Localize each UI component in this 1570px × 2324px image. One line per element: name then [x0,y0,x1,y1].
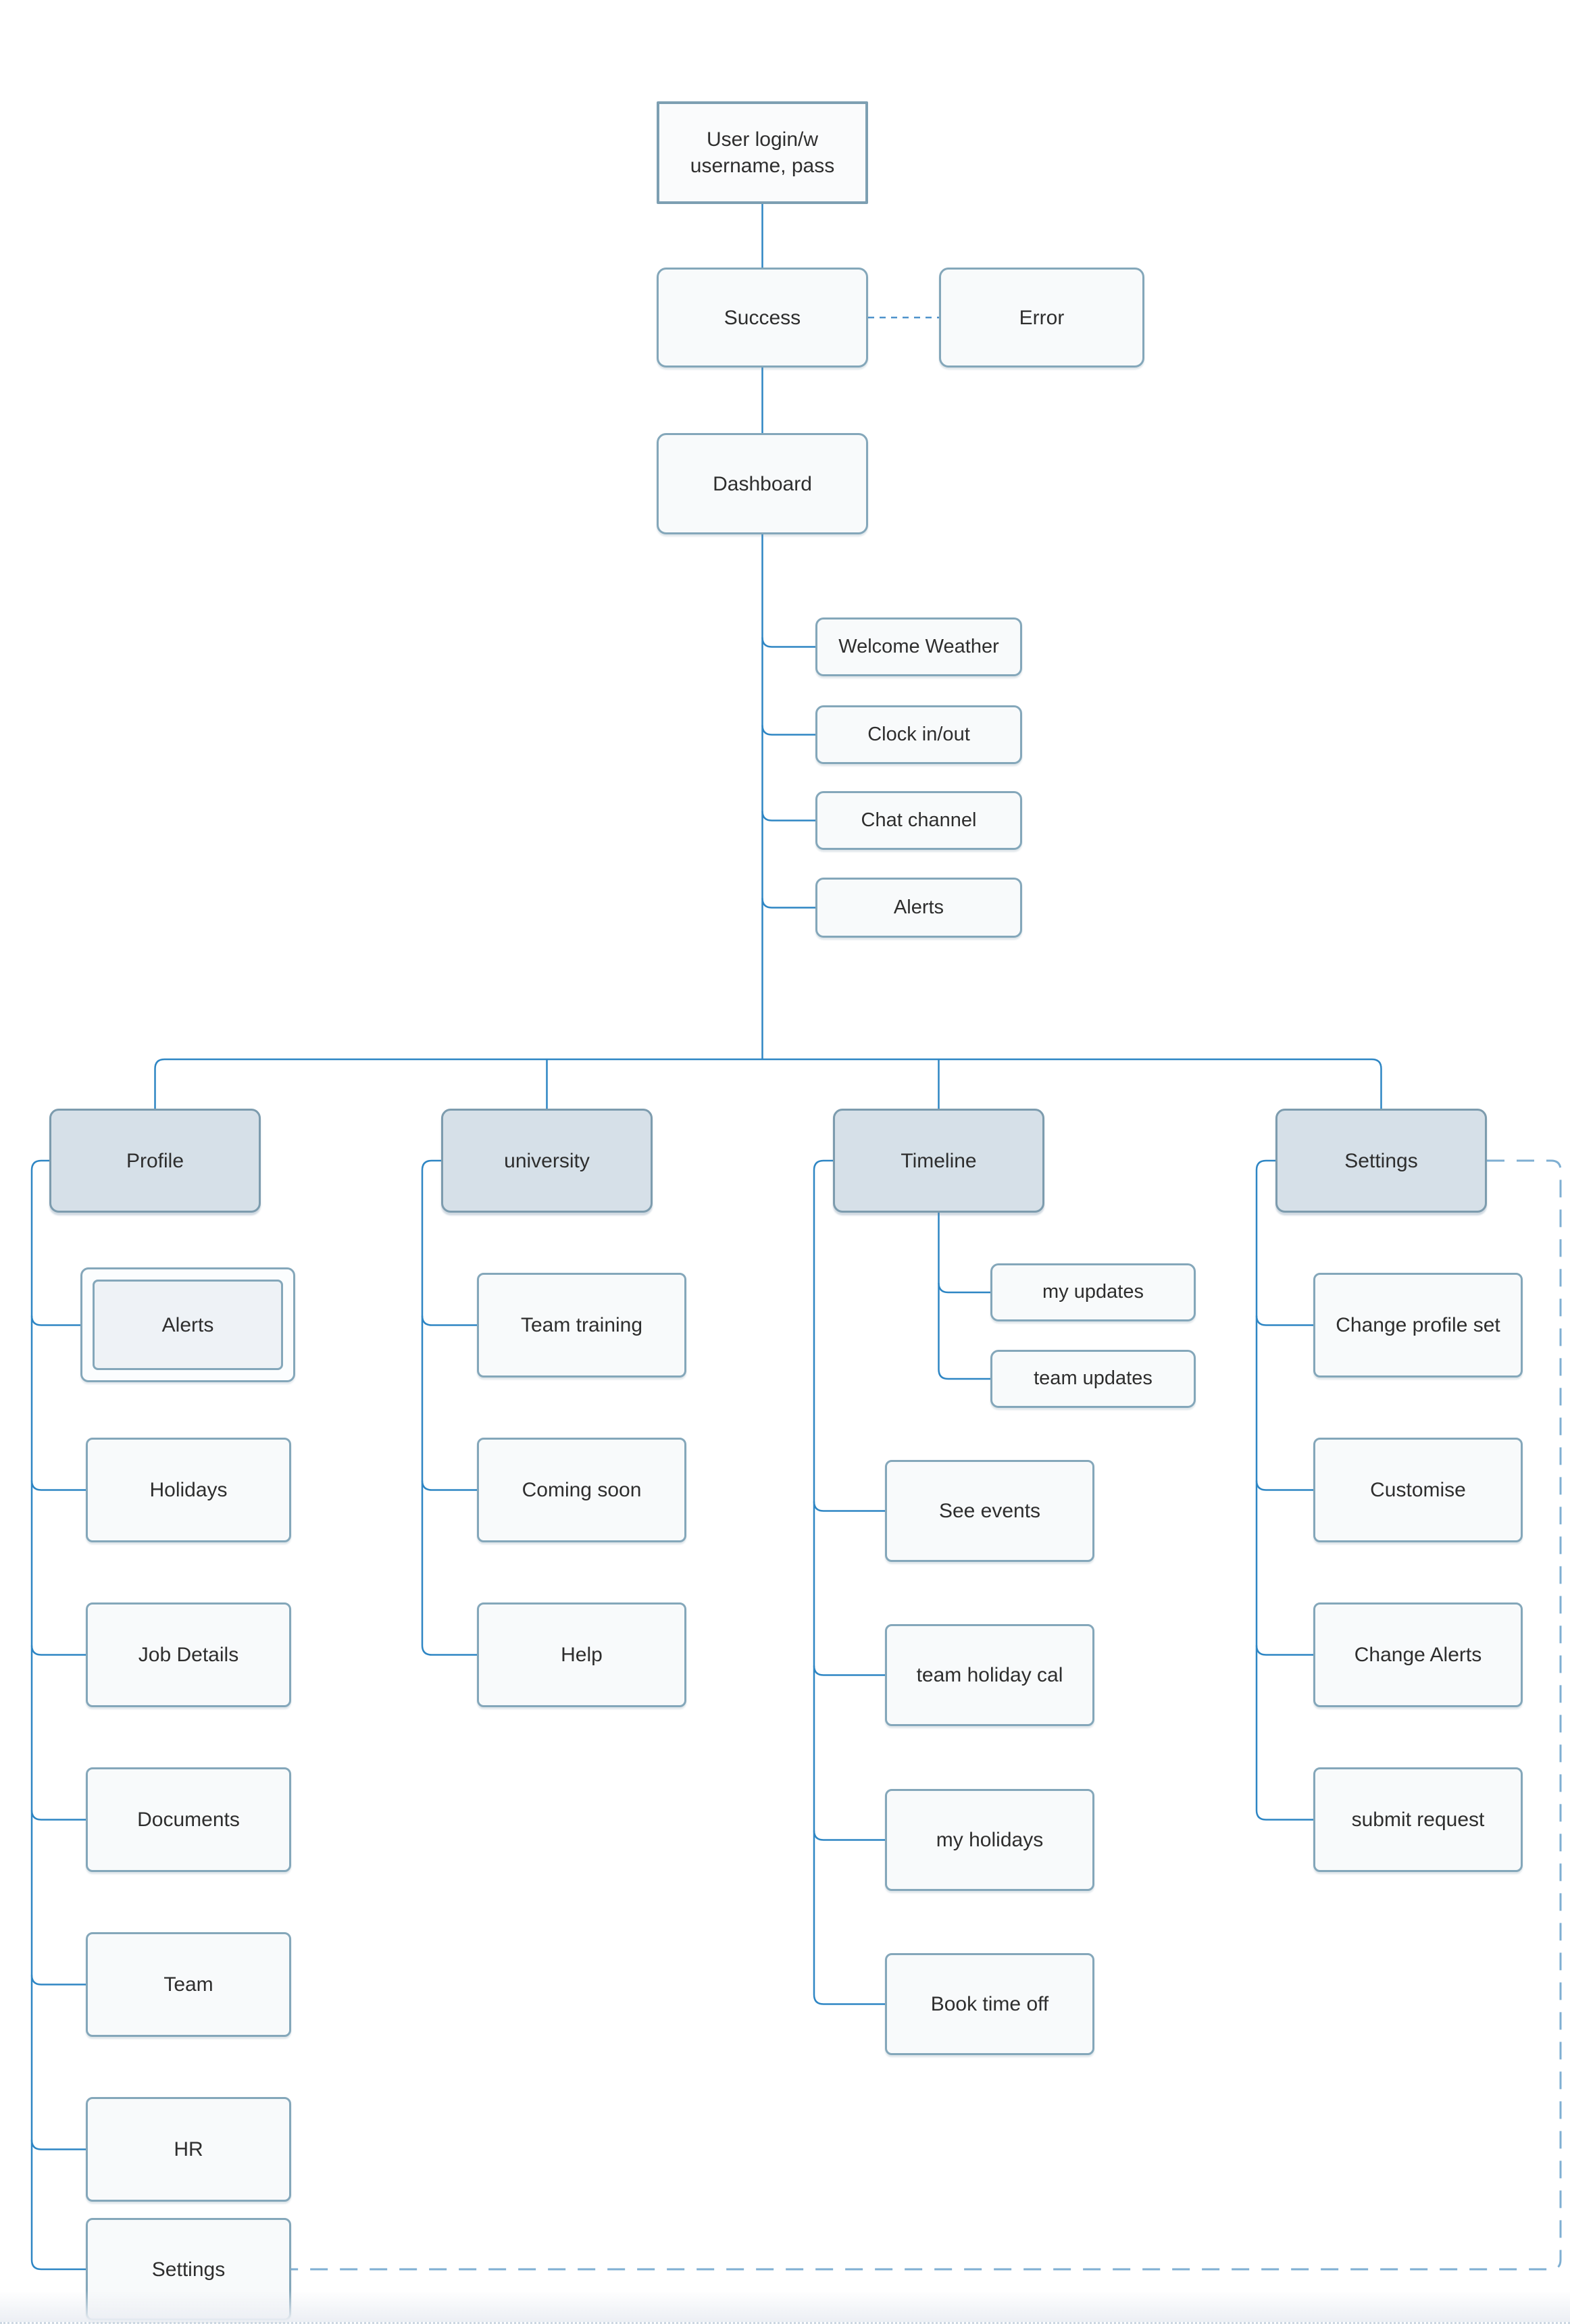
node-customise[interactable]: Customise [1313,1438,1523,1542]
edge-main-horizontal [154,1058,1382,1109]
node-profile-alerts-outer[interactable]: Alerts [80,1267,295,1382]
edge-profile-child-2 [30,1480,93,1491]
edge-university-child-1 [421,1315,484,1326]
node-team[interactable]: Team [86,1932,291,2037]
node-user-login[interactable]: User login/w username, pass [657,101,868,204]
edge-timeline-child-1 [813,1501,892,1512]
canvas-bottom-edge [0,2290,1570,2324]
edge-dashboard-child-3 [761,811,821,822]
trunk-profile [30,1159,93,2271]
node-welcome-weather[interactable]: Welcome Weather [815,617,1022,676]
edge-settings-loop-dashed [291,1159,1562,2271]
edge-university-child-2 [421,1480,484,1491]
trunk-settings [1255,1159,1320,1821]
edge-profile-child-3 [30,1645,93,1656]
edge-timeline-child-3 [813,1830,892,1841]
node-job-details[interactable]: Job Details [86,1602,291,1707]
edge-dashboard-child-4 [761,898,821,909]
node-documents[interactable]: Documents [86,1767,291,1872]
edge-timeline-child-2 [813,1665,892,1676]
node-error[interactable]: Error [939,268,1144,368]
trunk-timeline [813,1159,892,2005]
node-team-holiday-cal[interactable]: team holiday cal [885,1624,1094,1726]
edge-dashboard-child-1 [761,637,821,648]
edge-dashboard-child-2 [761,725,821,736]
node-my-updates[interactable]: my updates [990,1263,1196,1321]
node-profile-alerts[interactable]: Alerts [93,1280,283,1370]
node-chat-channel[interactable]: Chat channel [815,791,1022,850]
edge-my-updates [938,1282,997,1294]
edge-settings-child-1 [1255,1315,1320,1326]
trunk-university [421,1159,484,1656]
branch-profile[interactable]: Profile [49,1109,261,1213]
node-coming-soon[interactable]: Coming soon [477,1438,686,1542]
trunk-timeline-updates [938,1213,997,1380]
node-success[interactable]: Success [657,268,868,368]
node-book-time-off[interactable]: Book time off [885,1953,1094,2055]
branch-settings[interactable]: Settings [1275,1109,1487,1213]
node-see-events[interactable]: See events [885,1460,1094,1562]
node-team-updates[interactable]: team updates [990,1350,1196,1408]
edge-profile-child-1 [30,1315,93,1326]
edge-profile-child-6 [30,2140,93,2150]
node-team-training[interactable]: Team training [477,1273,686,1378]
node-dashboard[interactable]: Dashboard [657,433,868,534]
edge-settings-child-3 [1255,1645,1320,1656]
node-hr[interactable]: HR [86,2097,291,2202]
node-help[interactable]: Help [477,1602,686,1707]
node-dashboard-alerts[interactable]: Alerts [815,878,1022,938]
branch-university[interactable]: university [441,1109,653,1213]
branch-timeline[interactable]: Timeline [833,1109,1044,1213]
edge-profile-child-5 [30,1975,93,1986]
node-my-holidays[interactable]: my holidays [885,1789,1094,1891]
node-change-alerts[interactable]: Change Alerts [1313,1602,1523,1707]
edge-settings-child-2 [1255,1480,1320,1491]
edge-profile-child-4 [30,1810,93,1821]
node-clock-in-out[interactable]: Clock in/out [815,705,1022,764]
node-holidays[interactable]: Holidays [86,1438,291,1542]
node-submit-request[interactable]: submit request [1313,1767,1523,1872]
node-change-profile-set[interactable]: Change profile set [1313,1273,1523,1378]
